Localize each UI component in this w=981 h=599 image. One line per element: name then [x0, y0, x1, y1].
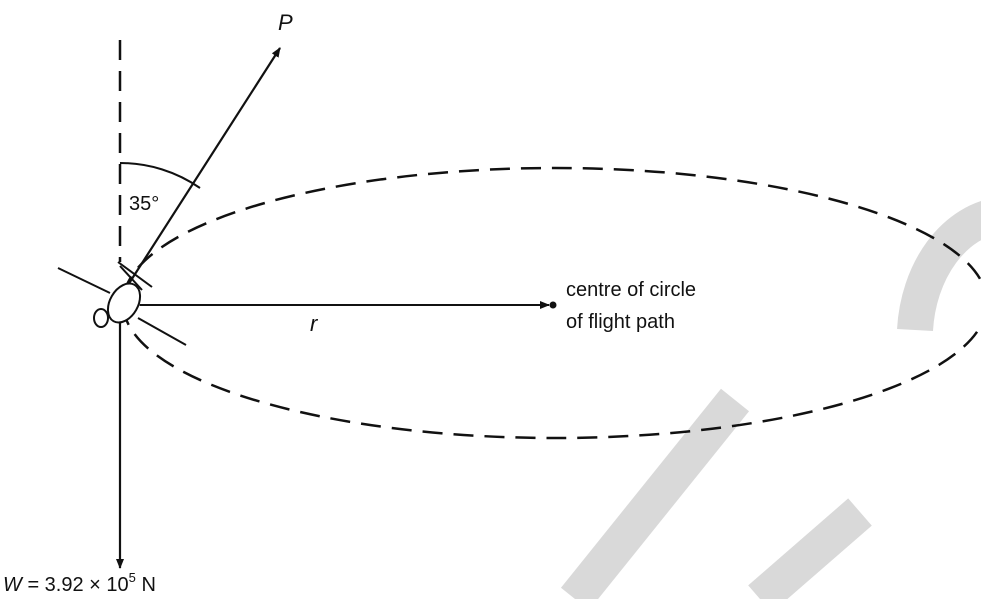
weight-unit: N	[136, 574, 156, 596]
aircraft-engine	[93, 308, 109, 328]
aircraft-icon	[57, 261, 187, 346]
weight-exponent: 5	[129, 570, 136, 585]
aircraft-fuselage	[106, 282, 142, 324]
aircraft-tail-plane	[117, 261, 153, 288]
angle-label: 35°	[129, 193, 159, 215]
aircraft-upper-fin	[119, 265, 143, 291]
weight-label: W = 3.92 × 105 N	[3, 570, 156, 596]
force-p-arrow	[127, 47, 281, 286]
aircraft-right-wing	[137, 317, 187, 346]
centre-label-line1: centre of circle	[566, 279, 696, 301]
centre-point	[549, 301, 557, 309]
centre-label-line2: of flight path	[566, 311, 675, 333]
aircraft-left-wing	[57, 267, 111, 294]
weight-symbol: W	[3, 574, 24, 596]
watermark	[560, 201, 981, 599]
watermark-slash-left	[560, 388, 750, 599]
radius-label: r	[310, 311, 319, 336]
force-p-label: P	[278, 10, 293, 35]
weight-value: = 3.92 × 10	[22, 574, 129, 596]
watermark-arc	[897, 201, 981, 332]
watermark-slash-right	[748, 498, 872, 599]
flight-path-ellipse	[121, 166, 981, 440]
angle-arc	[119, 161, 201, 189]
